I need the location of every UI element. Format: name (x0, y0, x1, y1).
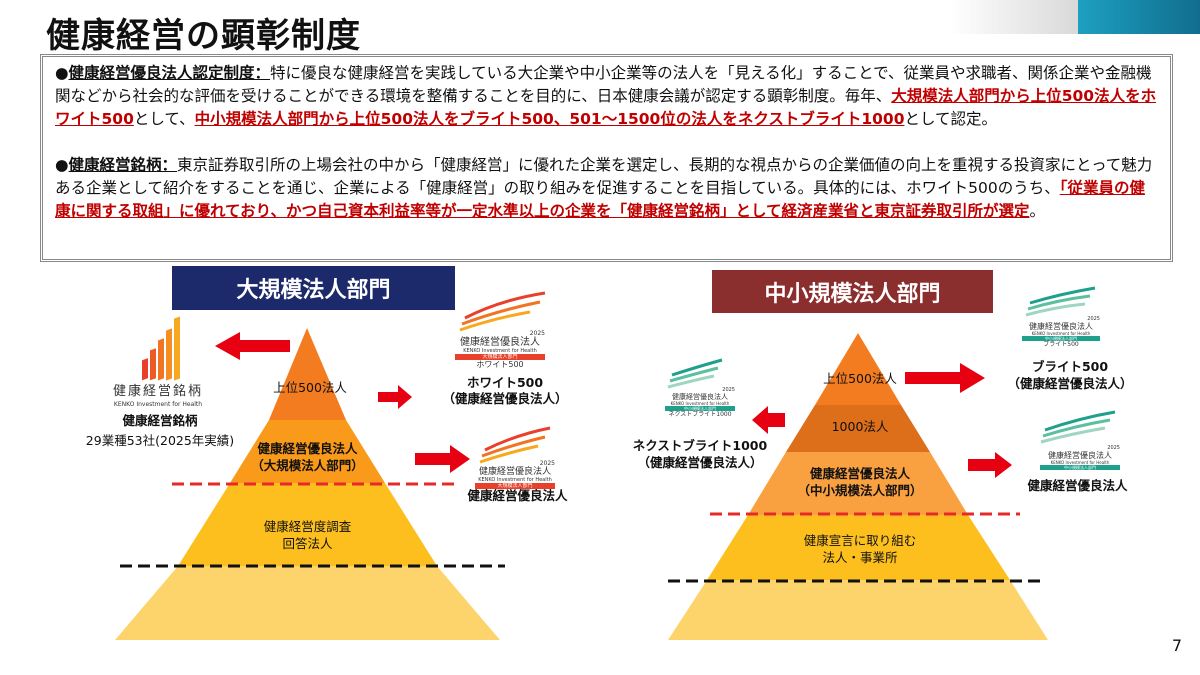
small-certified-label: 健康経営優良法人 (1027, 478, 1128, 493)
arrow-right-icon (905, 363, 985, 393)
page-title: 健康経営の顕彰制度 (46, 16, 361, 56)
text: として、 (133, 110, 195, 128)
text: 。 (1029, 202, 1046, 220)
logo-band: 中小規模法人部門 (665, 406, 735, 411)
meigara-label: 健康経営銘柄 (122, 413, 198, 428)
logo-band: 大規模法人部門 (455, 354, 545, 360)
logo-text: 健康経営優良法人 (460, 337, 540, 348)
logo-band: 中小規模法人部門 (1040, 465, 1120, 470)
large-certified-label: 健康経営優良法人 (467, 488, 568, 503)
tier-label-survey: 健康経営度調査 回答法人 (263, 519, 352, 551)
certification-description: ●健康経営優良法人認定制度：特に優良な健康経営を実践している大企業や中小企業等の… (55, 64, 1157, 128)
bright-logo-swoosh (667, 286, 1116, 444)
logo-band: 中小規模法人部門 (1022, 336, 1100, 341)
tier-label-certified: 健康経営優良法人 （大規模法人部門） (251, 441, 364, 473)
logo-band: 大規模法人部門 (475, 483, 555, 489)
next1000-sublabel: （健康経営優良法人） (637, 455, 763, 470)
logo-name: ホワイト500 (476, 360, 524, 369)
logo-year: 2025 (1107, 445, 1120, 451)
tier-label-certified: 健康経営優良法人 （中小規模法人部門） (797, 466, 923, 498)
tier-label-top500: 上位500法人 (823, 371, 897, 386)
tier-label-top500: 上位500法人 (273, 380, 347, 395)
pyramid-tier-1 (269, 328, 346, 420)
text: 東京証券取引所の上場会社の中から「健康経営」に優れた企業を選定し、長期的な視点か… (55, 156, 1153, 197)
header-gradient-bar (950, 0, 1078, 34)
bright500-sublabel: （健康経営優良法人） (1007, 376, 1133, 391)
meigara-logo: 健康経営銘柄 KENKO Investment for Health (108, 384, 208, 410)
arrow-left-icon (215, 332, 290, 360)
logo-year: 2025 (539, 460, 555, 467)
white500-label: ホワイト500 (466, 375, 544, 390)
large-section-header: 大規模法人部門 (172, 266, 455, 310)
next1000-logo: 2025 健康経営優良法人 KENKO Investment for Healt… (665, 387, 735, 419)
logo-sub: KENKO Investment for Health (463, 348, 537, 354)
pyramid-tier-2 (786, 405, 930, 452)
header-accent-bar (1078, 0, 1200, 34)
logo-text: 健康経営優良法人 (672, 393, 728, 401)
small-section-header: 中小規模法人部門 (712, 270, 993, 313)
heading: 健康経営優良法人認定制度： (68, 64, 271, 82)
logo-text: 健康経営優良法人 (1029, 322, 1093, 331)
logo-sub: KENKO Investment for Health (113, 401, 203, 408)
logo-sub: KENKO Investment for Health (1031, 331, 1091, 336)
logo-year: 2025 (1087, 316, 1100, 322)
logo-sub: KENKO Investment for Health (670, 401, 730, 406)
bright500-label: ブライト500 (1031, 359, 1109, 374)
logo-sub: KENKO Investment for Health (1050, 460, 1110, 465)
logo-year: 2025 (529, 330, 545, 337)
tier-label-declaration: 健康宣言に取り組む 法人・事業所 (803, 533, 917, 565)
white500-logo-swoosh (459, 291, 551, 464)
heading: 健康経営銘柄： (68, 156, 178, 174)
arrow-right-icon (378, 385, 412, 409)
page-number: 7 (1171, 636, 1182, 655)
next1000-label: ネクストブライト1000 (632, 438, 768, 453)
arrow-right-icon (968, 452, 1012, 478)
logo-text: 健康経営銘柄 (112, 384, 203, 399)
logo-sub: KENKO Investment for Health (478, 477, 552, 483)
logo-year: 2025 (722, 387, 735, 393)
logo-text: 健康経営優良法人 (1048, 451, 1112, 460)
meigara-logo-bars (142, 316, 180, 381)
text: 特に優良な健康経営を実践している大企業や中小企業等の法人を「見える化」することで… (55, 64, 1152, 105)
pyramid-tier-2 (230, 420, 385, 483)
meigara-description: ●健康経営銘柄：東京証券取引所の上場会社の中から「健康経営」に優れた企業を選定し… (55, 156, 1153, 220)
white500-logo: 2025 健康経営優良法人 KENKO Investment for Healt… (455, 330, 545, 370)
pyramid-tier-3 (178, 483, 437, 566)
highlight: 「従業員の健康に関する取組」に優れており、かつ自己資本利益率等が一定水準以上の企… (55, 179, 1145, 220)
text: として認定。 (904, 110, 998, 128)
bright500-logo: 2025 健康経営優良法人 KENKO Investment for Healt… (1022, 316, 1100, 349)
pyramid-tier-4 (115, 566, 500, 640)
logo-name: ブライト500 (1043, 341, 1079, 348)
logo-text: 健康経営優良法人 (478, 467, 551, 477)
tier-label-1000: 1000法人 (831, 419, 889, 434)
pyramid-tier-1 (815, 333, 901, 405)
description-box: ●健康経営優良法人認定制度：特に優良な健康経営を実践している大企業や中小企業等の… (40, 54, 1173, 262)
arrow-left-icon (752, 406, 785, 434)
logo-name: ネクストブライト1000 (668, 411, 732, 418)
pyramid-tier-3 (748, 452, 968, 515)
large-certified-logo: 2025 健康経営優良法人 KENKO Investment for Healt… (475, 460, 555, 489)
pyramid-tier-5 (668, 580, 1048, 640)
arrows (215, 332, 1012, 478)
meigara-count: 29業種53社(2025年実績) (85, 433, 235, 448)
arrow-right-icon (415, 445, 470, 473)
small-certified-logo: 2025 健康経営優良法人 KENKO Investment for Healt… (1040, 445, 1120, 470)
white500-sublabel: （健康経営優良法人） (442, 391, 568, 406)
pyramid-tier-4 (707, 515, 1010, 580)
highlight: 大規模法人部門から上位500法人をホワイト500 (55, 87, 1157, 128)
highlight: 中小規模法人部門から上位500法人をブライト500、501～1500位の法人をネ… (194, 110, 905, 128)
